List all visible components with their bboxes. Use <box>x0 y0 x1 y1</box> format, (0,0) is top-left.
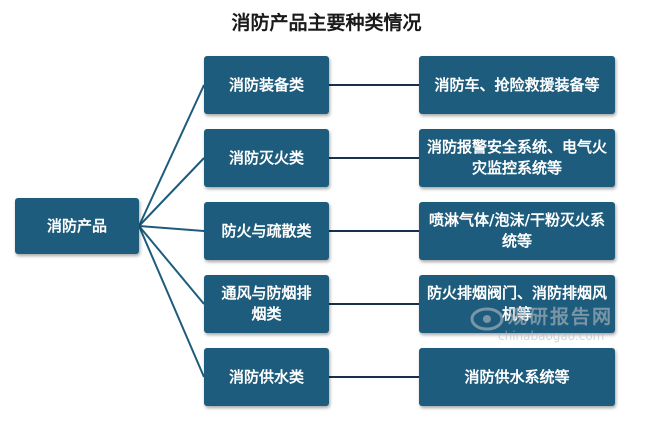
category-node-1: 消防装备类 <box>204 56 329 114</box>
detail-node-4: 防火排烟阀门、消防排烟风机等 <box>419 275 615 333</box>
detail-node-5: 消防供水系统等 <box>419 348 615 406</box>
fan-line-4 <box>138 225 205 305</box>
fan-line-3 <box>138 225 205 232</box>
diagram-title: 消防产品主要种类情况 <box>231 12 422 34</box>
detail-node-2: 消防报警安全系统、电气火灾监控系统等 <box>419 129 615 187</box>
category-node-2: 消防灭火类 <box>204 129 329 187</box>
root-node: 消防产品 <box>15 198 139 254</box>
detail-node-1: 消防车、抢险救援装备等 <box>419 56 615 114</box>
detail-node-3: 喷淋气体/泡沫/干粉灭火系统等 <box>419 202 615 260</box>
fan-line-1 <box>138 84 205 227</box>
category-node-4: 通风与防烟排烟类 <box>204 275 329 333</box>
fan-line-5 <box>138 225 205 378</box>
fan-line-2 <box>138 157 205 227</box>
category-node-3: 防火与疏散类 <box>204 202 329 260</box>
category-node-5: 消防供水类 <box>204 348 329 406</box>
